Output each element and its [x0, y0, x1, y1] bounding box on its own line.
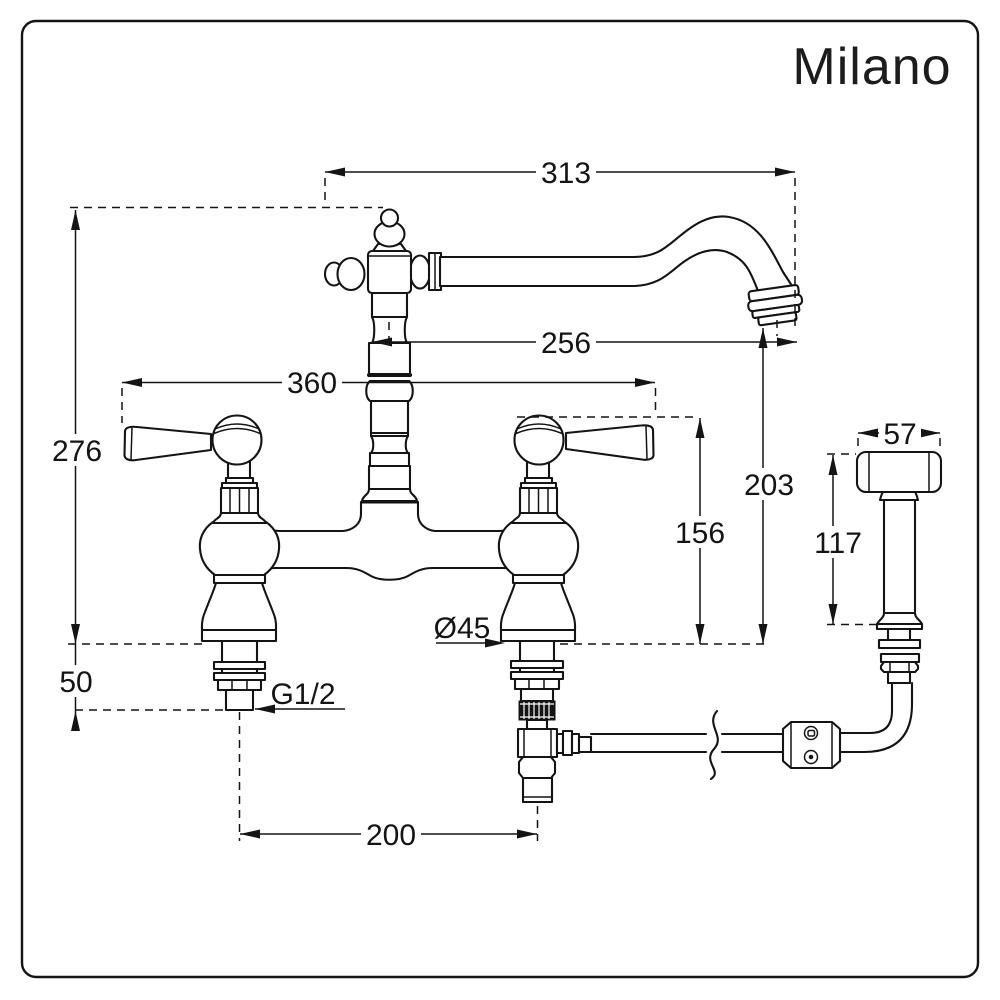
dim-outlet-projection: 256 — [372, 320, 797, 360]
dim-spout-reach: 313 — [324, 155, 796, 331]
dim-label-spray-height: 117 — [814, 527, 862, 560]
left-lever — [123, 425, 213, 462]
callout-inlet-thread: G1/2 — [255, 678, 345, 714]
page-border — [20, 19, 980, 979]
dim-label-spout-reach: 313 — [541, 157, 591, 190]
left-valve-body — [198, 460, 281, 643]
dim-label-spray-head-width: 57 — [883, 418, 916, 451]
side-spray — [855, 450, 943, 685]
faucet-line-art — [123, 208, 943, 841]
right-lever — [564, 424, 655, 461]
dim-handle-span: 360 — [121, 366, 657, 423]
dim-overall-height: 276 — [50, 206, 383, 728]
hose-connector — [781, 720, 842, 770]
right-handle-assembly — [513, 414, 655, 466]
hose-break-symbol — [709, 709, 719, 781]
dim-label-inlet-thread: G1/2 — [270, 678, 335, 711]
spout-outlet — [747, 283, 804, 327]
dim-label-outlet-height: 203 — [744, 469, 794, 502]
dim-label-base-diameter: Ø45 — [434, 612, 491, 645]
brand-logo: Milano — [792, 38, 951, 96]
spray-barrel — [882, 498, 917, 615]
dim-hole-centres: 200 — [240, 818, 537, 852]
dim-label-overall-height: 276 — [52, 435, 102, 468]
dim-label-below-deck: 50 — [59, 666, 92, 699]
dim-label-handle-height: 156 — [675, 517, 725, 550]
spout — [438, 215, 804, 327]
dim-label-outlet-projection: 256 — [541, 327, 591, 360]
dim-label-handle-span: 360 — [287, 367, 337, 400]
callout-base-diameter: Ø45 — [434, 612, 505, 648]
left-inlet-tail — [212, 639, 267, 841]
dim-spray-head-width: 57 — [857, 418, 941, 451]
dim-below-deck: 50 — [57, 665, 228, 731]
left-handle-assembly — [123, 414, 263, 466]
right-valve-body — [497, 460, 580, 643]
bridge-body — [263, 500, 516, 581]
dim-outlet-height: 203 — [740, 328, 798, 644]
dim-label-hole-centres: 200 — [366, 819, 416, 852]
spray-head — [855, 450, 943, 494]
spout-tee-and-finial — [323, 208, 443, 295]
dim-spray-height: 117 — [810, 453, 876, 626]
dim-handle-height: 156 — [671, 418, 729, 644]
spray-hose — [589, 681, 914, 781]
right-inlet-tail — [509, 639, 593, 841]
centre-column — [360, 291, 419, 504]
